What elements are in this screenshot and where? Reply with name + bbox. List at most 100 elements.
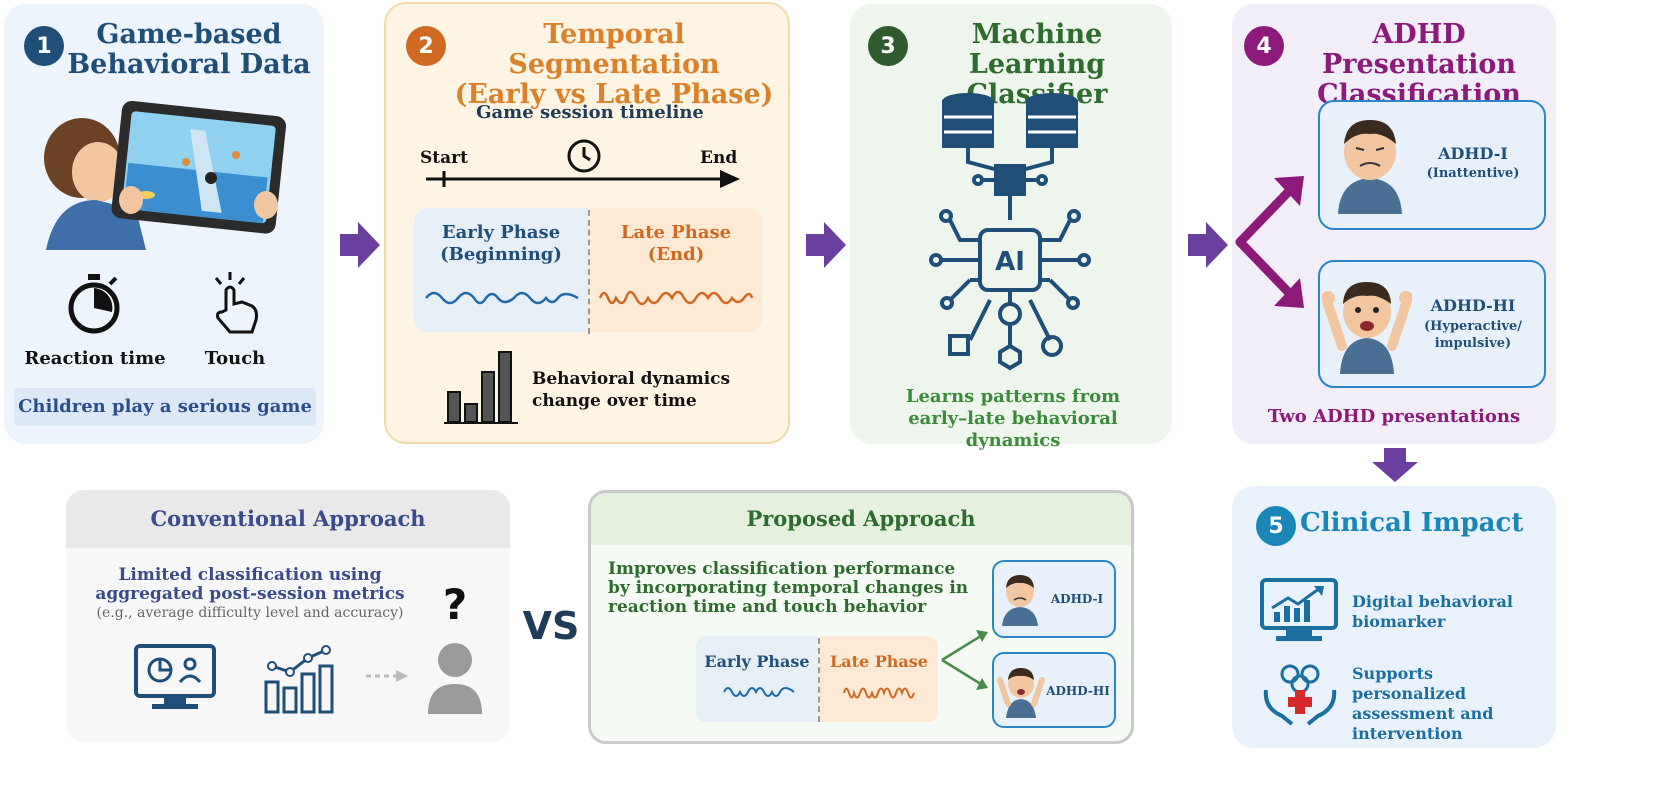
early-phase-waveform — [425, 291, 579, 305]
proposed-late-label: Late Phase — [830, 652, 928, 671]
split-arrow-icon — [1235, 176, 1304, 308]
proposed-description: Improves classification performance by i… — [608, 560, 988, 617]
step5-item1-line2: biomarker — [1352, 612, 1446, 631]
inattentive-child-avatar — [1338, 120, 1402, 214]
step5-item2-line1: Supports personalized — [1352, 664, 1467, 703]
early-phase-line2: (Beginning) — [440, 244, 562, 265]
step1-caption: Children play a serious game — [18, 396, 312, 417]
adhd-hi-subtitle: (Hyperactive/ impulsive) — [1410, 318, 1536, 352]
timeline-end-label: End — [700, 148, 738, 168]
early-phase-box — [414, 208, 588, 332]
dashboard-monitor-icon — [134, 644, 216, 709]
step5-item1: Digital behavioral biomarker — [1352, 592, 1552, 632]
proposed-out2-label: ADHD-HI — [1046, 684, 1110, 698]
step1-number-badge: 1 — [24, 26, 64, 66]
late-phase-box — [590, 208, 762, 332]
proposed-header — [591, 493, 1131, 545]
step3-panel — [850, 4, 1172, 444]
ai-classifier-icon: AI — [929, 93, 1091, 371]
early-phase-line1: Early Phase — [441, 222, 561, 243]
step1-title-line1: Game-based — [96, 19, 282, 50]
adhd-hi-subtitle-line2: impulsive) — [1434, 336, 1512, 351]
ai-chip-label: AI — [995, 247, 1025, 277]
step5-item2: Supports personalized assessment and int… — [1352, 664, 1552, 744]
step2-title-line2: (Early vs Late Phase) — [454, 79, 774, 110]
dashed-arrow-icon — [366, 670, 408, 682]
late-phase-label: Late Phase (End) — [590, 222, 762, 266]
step3-title-line1: Machine Learning — [968, 19, 1106, 80]
conventional-line2: aggregated post-session metrics — [95, 584, 405, 604]
step4-number-badge: 4 — [1244, 26, 1284, 66]
proposed-early-box — [696, 636, 818, 722]
clock-icon — [567, 139, 601, 173]
metrics-chart-icon — [264, 645, 334, 714]
timeline-title: Game session timeline — [476, 102, 704, 123]
adhd-hi-subtitle-line1: (Hyperactive/ — [1423, 319, 1523, 334]
step3-title: Machine Learning Classifier — [908, 20, 1166, 110]
step4-title-line1: ADHD Presentation — [1321, 19, 1517, 80]
question-mark: ? — [442, 580, 468, 629]
proposed-early-waveform — [723, 687, 795, 697]
early-phase-label: Early Phase (Beginning) — [414, 222, 588, 266]
step1-caption-box — [14, 388, 316, 426]
late-phase-line1: Late Phase — [620, 222, 732, 243]
step5-item1-line1: Digital behavioral — [1352, 592, 1513, 611]
conventional-title: Conventional Approach — [150, 506, 426, 531]
flow-arrow-4-5 — [1372, 448, 1418, 482]
conventional-line3: (e.g., average difficulty level and accu… — [96, 605, 404, 621]
phase-divider — [588, 210, 590, 334]
adhd-hi-name: ADHD-HI — [1430, 296, 1516, 315]
late-phase-line2: (End) — [647, 244, 705, 265]
care-hands-icon — [1263, 664, 1337, 726]
proposed-title: Proposed Approach — [746, 506, 976, 531]
dynamics-caption-line2: change over time — [532, 391, 697, 411]
proposed-line1: Improves classification performance — [608, 559, 956, 579]
step1-title: Game-based Behavioral Data — [64, 20, 314, 80]
late-phase-waveform — [598, 290, 754, 306]
touch-label: Touch — [204, 348, 266, 369]
bar-chart-icon — [444, 351, 518, 424]
step5-number-badge: 5 — [1256, 506, 1296, 546]
flow-arrow-1-2 — [340, 222, 380, 268]
step4-caption: Two ADHD presentations — [1267, 406, 1521, 427]
proposed-inattentive-avatar — [1002, 575, 1038, 626]
proposed-phase-divider — [818, 638, 820, 722]
unknown-person-icon — [428, 643, 482, 714]
proposed-line2: by incorporating temporal changes in — [608, 578, 969, 598]
step2-number-badge: 2 — [406, 26, 446, 66]
proposed-hyperactive-avatar — [997, 668, 1045, 718]
conventional-line1: Limited classification using — [118, 565, 382, 585]
step2-title: Temporal Segmentation (Early vs Late Pha… — [446, 20, 782, 110]
step4-title: ADHD Presentation Classification — [1284, 20, 1554, 110]
step5-item2-line3: intervention — [1352, 724, 1463, 743]
step3-caption-line1: Learns patterns from — [905, 386, 1121, 407]
vs-label: VS — [522, 604, 580, 648]
step5-title: Clinical Impact — [1300, 508, 1524, 538]
dynamics-caption-line1: Behavioral dynamics — [532, 369, 731, 389]
proposed-late-waveform — [843, 687, 915, 699]
adhd-i-subtitle: (Inattentive) — [1426, 166, 1520, 181]
touch-icon — [214, 272, 258, 334]
stopwatch-icon — [68, 274, 120, 334]
conventional-header — [66, 490, 510, 548]
proposed-out1-label: ADHD-I — [1050, 592, 1104, 606]
monitor-chart-icon — [1260, 578, 1338, 641]
step3-caption-line2: early–late behavioral dynamics — [908, 408, 1118, 451]
hyperactive-child-avatar — [1322, 282, 1412, 374]
step2-title-line1: Temporal Segmentation — [508, 19, 720, 80]
proposed-line3: reaction time and touch behavior — [608, 597, 927, 617]
flow-arrow-2-3 — [806, 222, 846, 268]
proposed-early-label: Early Phase — [704, 652, 810, 671]
proposed-late-box — [820, 636, 938, 722]
child-tablet-illustration — [44, 100, 286, 250]
timeline-start-label: Start — [420, 148, 468, 168]
step3-number-badge: 3 — [868, 26, 908, 66]
step5-item2-line2: assessment and — [1352, 704, 1494, 723]
conventional-description: Limited classification using aggregated … — [70, 566, 430, 623]
step1-title-line2: Behavioral Data — [67, 49, 311, 80]
dynamics-caption: Behavioral dynamics change over time — [532, 368, 732, 412]
flow-arrow-3-4 — [1188, 222, 1228, 268]
step3-caption: Learns patterns from early–late behavior… — [860, 386, 1166, 452]
reaction-time-label: Reaction time — [24, 348, 166, 369]
timeline-arrow — [426, 170, 740, 188]
